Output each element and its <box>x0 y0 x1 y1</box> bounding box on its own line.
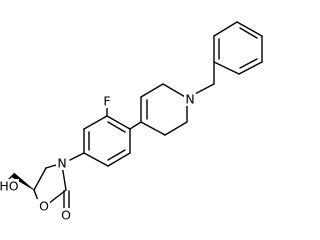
ch2-nitrogen-bond <box>192 83 215 96</box>
aryl-nitrogen-bond <box>69 152 85 161</box>
benzyl-phenyl-ring <box>213 21 263 75</box>
chemical-structure-diagram: F N N O O HO <box>0 21 263 223</box>
fluorine-label: F <box>103 94 110 109</box>
atom-label-n-tetrahydropyridine: N <box>184 92 196 107</box>
atom-label-ring-oxygen: O <box>37 199 50 214</box>
atom-label-f: F <box>101 94 113 109</box>
atom-label-carbonyl-oxygen: O <box>60 208 73 223</box>
carbonyl-oxygen-label: O <box>61 208 71 223</box>
biaryl-bond <box>129 121 142 130</box>
nitrogen-label-oxazolidinone: N <box>57 156 66 171</box>
tetrahydropyridine-ring <box>140 83 188 136</box>
hydroxyl-label: HO <box>0 179 19 194</box>
ring-oxygen-label: O <box>39 199 49 214</box>
nitrogen-label-tetrahydropyridine: N <box>185 92 194 107</box>
atom-label-hydroxyl: HO <box>0 179 19 194</box>
atom-label-n-oxazolidinone: N <box>56 156 69 171</box>
fluorophenyl-ring <box>83 115 131 167</box>
